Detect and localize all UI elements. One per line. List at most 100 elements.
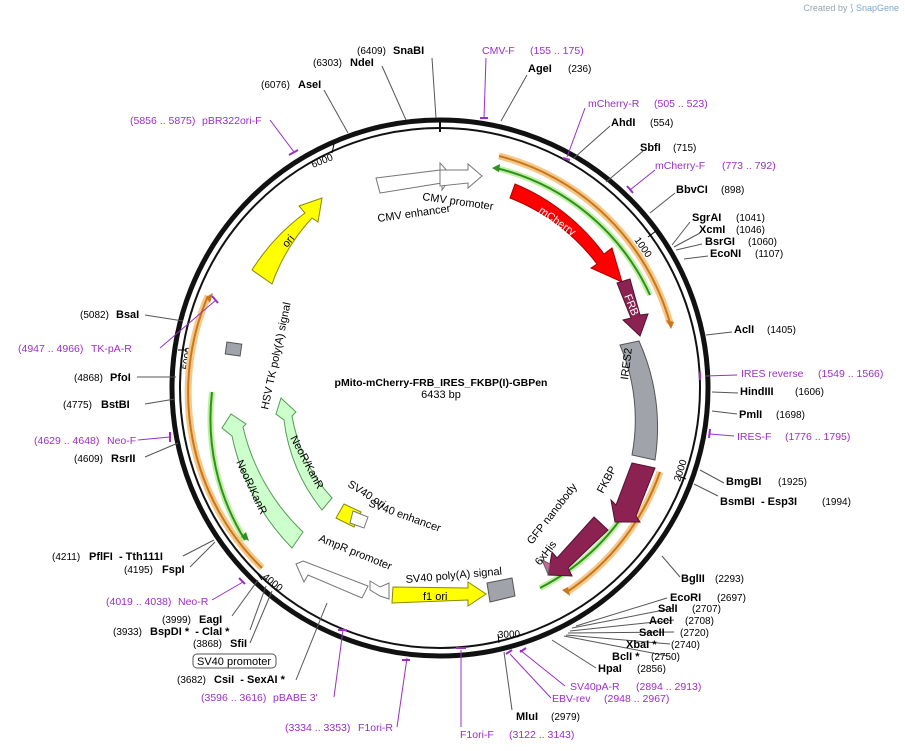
primer-range-tk-pa-r: (4947 .. 4966) [18,343,83,355]
enzyme-pos-bspdi: (3933) [113,627,142,638]
enzyme-pos-bstbi: (4775) [63,400,92,411]
enzyme-ndei: NdeI [350,57,374,69]
enzyme-xbai: XbaI * [626,639,657,651]
feature-sv40-polya[interactable] [486,577,516,603]
primer-range-neo-r: (4019 .. 4038) [106,596,171,608]
label-hsv-tk-polya: HSV TK poly(A) signal [259,301,293,410]
enzyme-pos-mlui: (2979) [551,712,580,723]
enzyme-pos-acli: (1405) [767,325,796,336]
label-fkbp: FKBP [595,464,619,495]
primer-f1ori-r: F1ori-R [358,722,393,734]
backbone [169,117,711,659]
enzyme-agei: AgeI [528,63,552,75]
enzyme-pos-bsrgi: (1060) [748,237,777,248]
enzyme-bspdi: BspDI * - ClaI * [150,626,230,638]
primer-cmv-f: CMV-F [482,45,515,57]
primer-pbr322ori-f: pBR322ori-F [202,115,262,127]
enzyme-pos-pfoi: (4868) [74,373,103,384]
watermark-brand: SnapGene [855,3,899,13]
enzyme-pos-bsai: (5082) [80,310,109,321]
enzyme-rsrii: RsrII [111,453,135,465]
label-gfp-nanobody: GFP nanobody [525,481,580,547]
enzyme-leader-lines [137,57,739,711]
enzyme-pos-pmli: (1698) [776,410,805,421]
feature-neor-inner[interactable] [275,397,333,511]
primer-range-f1ori-f: (3122 .. 3143) [509,729,574,741]
enzyme-bmgbi: BmgBI [726,476,761,488]
label-cmv-enhancer: CMV enhancer [377,203,452,225]
feature-ires2[interactable] [619,340,659,461]
enzyme-acci: AccI [649,615,672,627]
primer-range-pbabe3: (3596 .. 3616) [201,692,266,704]
primer-neo-r: Neo-R [178,596,209,608]
enzyme-bsmbi: BsmBI - Esp3I [720,496,797,508]
sv40-promoter-label: SV40 promoter [197,656,271,668]
enzyme-pos-sfii: (3868) [193,639,222,650]
enzyme-pos-snabi: (6409) [357,46,386,57]
primer-range-f1ori-r: (3334 .. 3353) [285,722,350,734]
enzyme-mlui: MluI [516,711,538,723]
feature-f1-ori[interactable] [391,581,487,607]
primer-range-ires-f: (1776 .. 1795) [785,431,850,443]
enzyme-pos-asei: (6076) [261,80,290,91]
feature-ori[interactable] [251,197,323,285]
label-frb: FRB [621,293,640,318]
primer-tk-pa-r: TK-pA-R [91,343,132,355]
enzyme-pos-csii: (3682) [177,675,206,686]
tick-3000: 3000 [498,629,521,641]
enzyme-acli: AclI [734,324,754,336]
feature-gfp-nanobody[interactable] [547,516,609,577]
feature-cmv-promoter[interactable] [439,162,483,190]
enzyme-sfii: SfiI [230,638,247,650]
feature-neor-outer[interactable] [221,413,304,549]
label-ires2: IRES2 [619,347,635,380]
snapgene-watermark: Created by ⟆ SnapGene [803,3,899,14]
enzyme-hpai: HpaI [598,663,622,675]
enzyme-pos-ecori: (2697) [717,593,746,604]
enzyme-bbvci: BbvCI [676,184,708,196]
enzyme-labels: (6409) SnaBI (6303) NdeI (6076) AseI Age… [52,45,851,723]
primer-range-mcherry-f: (773 .. 792) [722,160,776,172]
primer-ires-reverse: IRES reverse [741,368,804,380]
primer-markers [137,57,738,728]
enzyme-bstbi: BstBI [101,399,130,411]
sv40-promoter-box[interactable]: SV40 promoter [192,653,277,669]
snapgene-logo: ⟆ [849,3,854,13]
primer-sv40pa-r: SV40pA-R [570,681,620,693]
feature-fkbp[interactable] [610,462,656,523]
primer-f1ori-f: F1ori-F [460,729,494,741]
label-sv40-enhancer: SV40 enhancer [367,498,443,535]
feature-ampr-promoter[interactable] [295,560,390,600]
enzyme-pos-sbfi: (715) [673,143,696,154]
enzyme-asei: AseI [298,79,321,91]
enzyme-pos-rsrii: (4609) [74,454,103,465]
enzyme-csii: CsiI - SexAI * [214,674,286,686]
feature-frb[interactable] [616,278,649,337]
enzyme-pos-eagi: (3999) [162,615,191,626]
enzyme-bsrgi: BsrGI [705,236,735,248]
primer-range-ebv-rev: (2948 .. 2967) [604,693,669,705]
feature-6xhis[interactable] [541,558,551,576]
enzyme-pos-acci: (2708) [685,616,714,627]
primer-ires-f: IRES-F [737,431,771,443]
watermark-created-by: Created by [803,3,848,13]
label-ampr-promoter: AmpR promoter [317,533,394,573]
primer-ebv-rev: EBV-rev [552,693,591,705]
primer-range-pbr322ori-f: (5856 .. 5875) [130,115,195,127]
enzyme-ahdi: AhdI [611,117,635,129]
feature-hsv-tk-polya[interactable] [224,341,243,357]
label-f1-ori: f1 ori [423,591,447,603]
enzyme-sacii: SacII [639,627,665,639]
primer-range-mcherry-r: (505 .. 523) [654,98,708,110]
feature-sv40-enhancer[interactable] [349,510,369,529]
feature-mcherry[interactable] [509,183,623,283]
enzyme-pos-hpai: (2856) [637,664,666,675]
primer-range-sv40pa-r: (2894 .. 2913) [636,681,701,693]
primer-pbabe3: pBABE 3' [273,692,318,704]
enzyme-bsai: BsaI [116,309,139,321]
enzyme-pos-bglii: (2293) [715,574,744,585]
enzyme-sali: SalI [658,603,678,615]
primer-labels: CMV-F (155 .. 175) mCherry-R (505 .. 523… [18,45,883,741]
enzyme-pos-sacii: (2720) [680,628,709,639]
enzyme-bcli: BclI * [612,651,640,663]
